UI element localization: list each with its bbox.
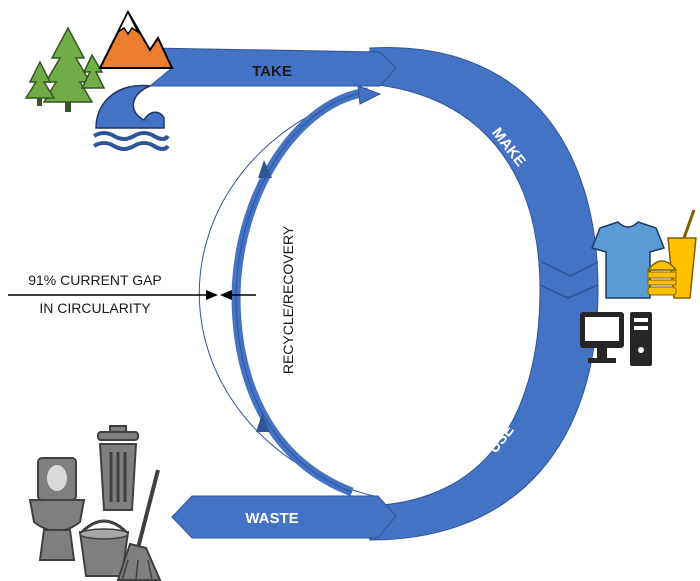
gap-label-line2: IN CIRCULARITY [39,300,151,316]
mountain-icon [98,9,174,69]
gap-arrow-right-head [220,290,232,300]
arc-chevron-2 [541,261,599,277]
waste-arrow [171,495,397,539]
gap-label-line1: 91% CURRENT GAP [28,272,162,288]
recycle-arc [231,87,369,497]
computer-icon [580,312,652,366]
tshirt-icon [590,221,666,299]
wave-icon [92,84,170,151]
gap-arrow-left-head [206,290,218,300]
trash-can-icon [97,425,139,511]
burger-drink-icon [646,209,697,299]
toilet-icon [28,457,86,561]
arc-chevron-1 [539,284,599,299]
recycle-arrow-small-1 [258,160,272,178]
recycle-label: RECYCLE/RECOVERY [280,225,296,374]
tree-icon [24,26,106,112]
bucket-icon [78,519,130,577]
broom-icon [116,469,162,581]
recycle-arc-edge [235,91,369,493]
recycle-arrow-small-2 [256,414,270,432]
waste-label: WASTE [245,510,298,527]
outer-flow-arc [359,47,599,541]
take-label: TAKE [252,63,292,80]
recycle-arrowhead [357,85,382,105]
